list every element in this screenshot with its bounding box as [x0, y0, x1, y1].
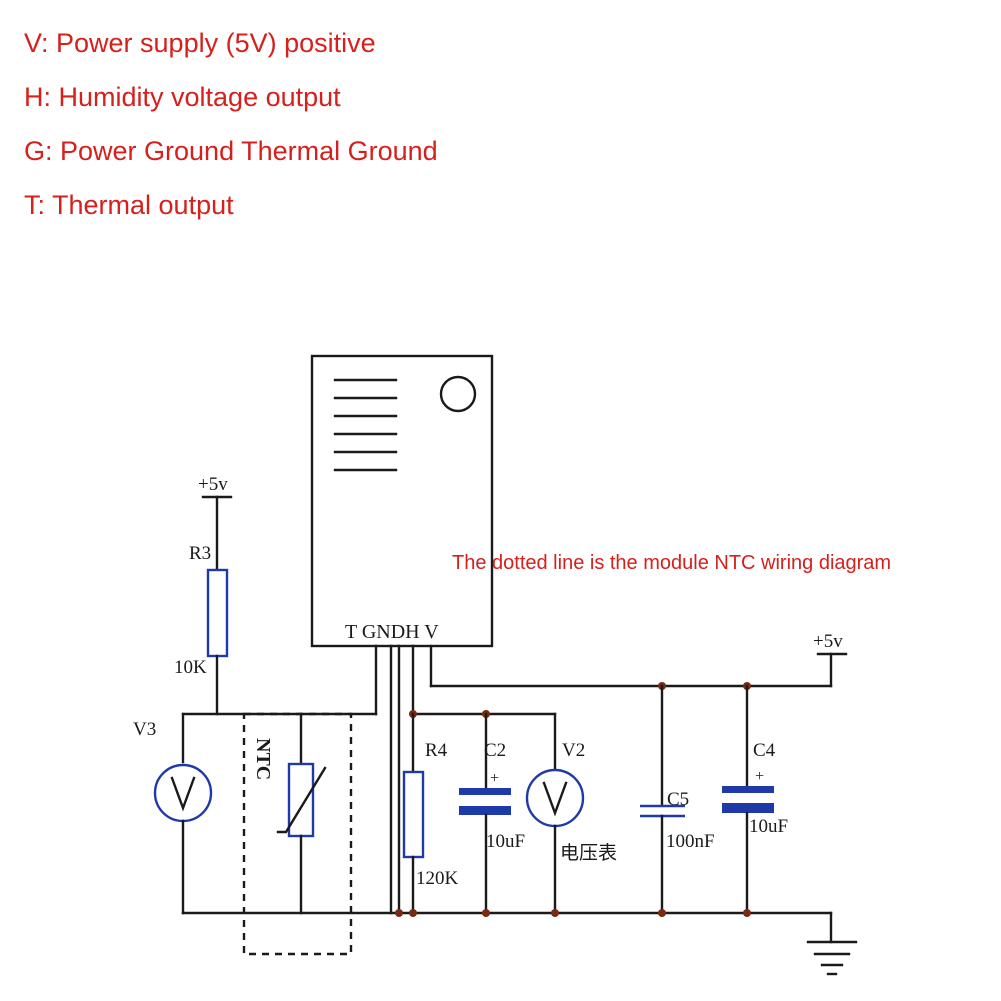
- r3-label: R3: [189, 543, 211, 564]
- c2-label: C2: [484, 740, 506, 761]
- supply-left-label: +5v: [198, 474, 228, 495]
- v3-voltmeter: [153, 763, 213, 823]
- ntc-label: NTC: [252, 738, 274, 780]
- v2-voltmeter: [525, 768, 585, 828]
- c2-plus-icon: +: [490, 770, 499, 787]
- v2-label: V2: [562, 740, 585, 761]
- r4-label: R4: [425, 740, 448, 761]
- r4-resistor: [402, 770, 425, 859]
- ntc-wiring-note: The dotted line is the module NTC wiring…: [452, 552, 891, 574]
- supply-left-symbol: +5v: [198, 474, 233, 572]
- mounting-hole-icon: [439, 375, 477, 413]
- ntc-dotted-box: [242, 712, 353, 956]
- c4-plate-bottom: [722, 803, 774, 813]
- supply-right-label: +5v: [813, 631, 843, 652]
- c4-plus-icon: +: [755, 768, 764, 785]
- c4-value: 10uF: [749, 816, 788, 837]
- legend-h: H: Humidity voltage output: [24, 82, 341, 112]
- legend-v: V: Power supply (5V) positive: [24, 28, 376, 58]
- c2-value: 10uF: [486, 831, 525, 852]
- c5-label: C5: [667, 789, 689, 810]
- c2-plate-top: [459, 788, 511, 795]
- legend-g: G: Power Ground Thermal Ground: [24, 136, 438, 166]
- ntc-slash: [276, 766, 327, 834]
- module-pin-labels: T GNDH V: [345, 621, 439, 643]
- ntc-thermistor: [287, 762, 315, 838]
- c5-value: 100nF: [666, 831, 715, 852]
- c2-plate-bottom: [459, 806, 511, 815]
- r3-resistor: [206, 568, 229, 658]
- sensor-module: T GNDH V: [310, 354, 494, 648]
- r3-value: 10K: [174, 657, 207, 678]
- v2-meter-label: 电压表: [560, 842, 617, 864]
- c4-plate-top: [722, 786, 774, 793]
- legend-t: T: Thermal output: [24, 190, 234, 220]
- c4-label: C4: [753, 740, 776, 761]
- v3-label: V3: [133, 719, 156, 740]
- ground-icon: [806, 940, 858, 976]
- r4-value: 120K: [416, 868, 459, 889]
